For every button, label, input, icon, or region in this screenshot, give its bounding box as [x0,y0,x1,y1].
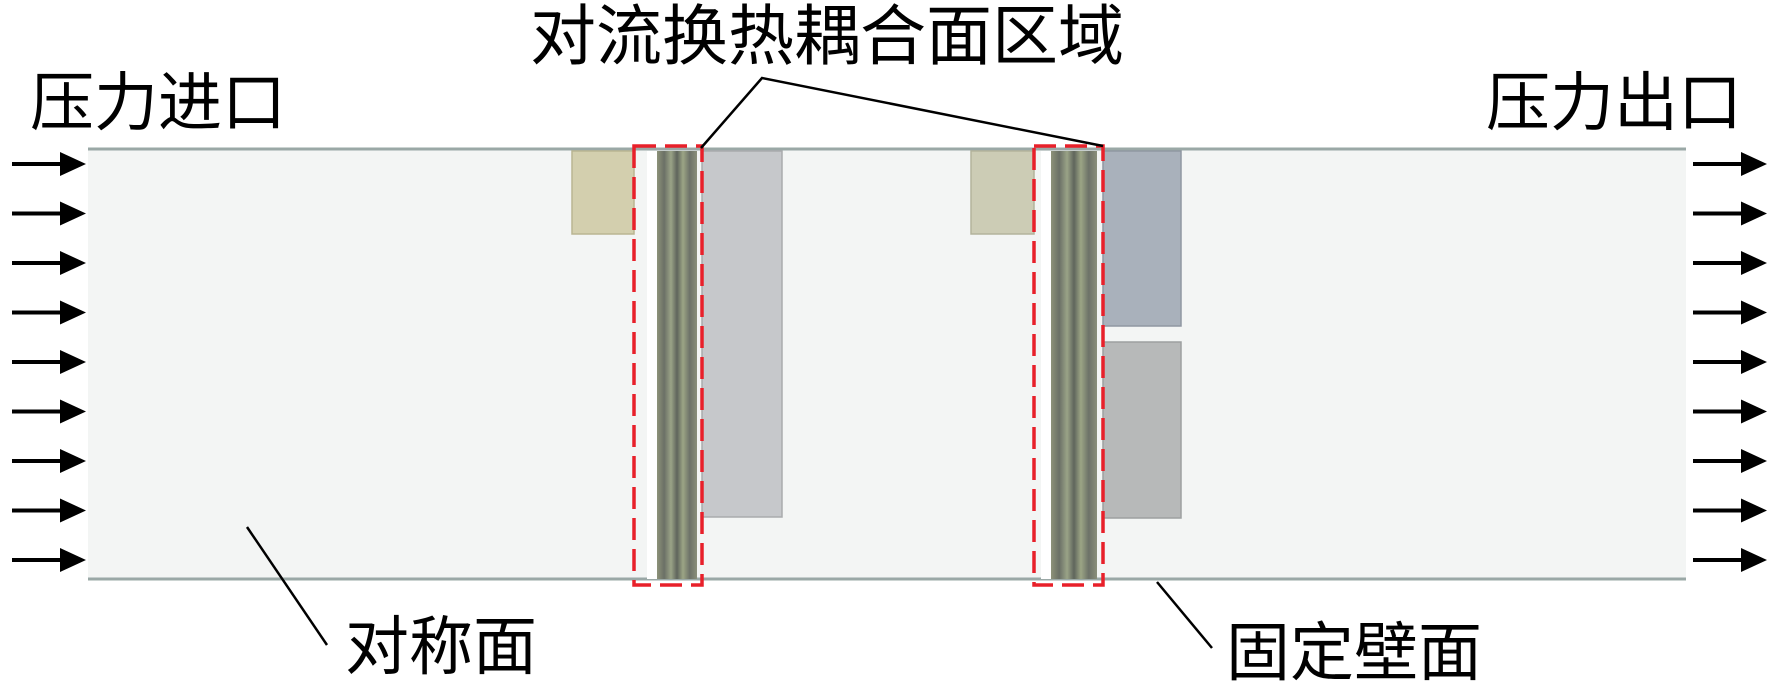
outlet-arrow [1693,449,1767,473]
block-blue-grey [1102,150,1182,327]
block-grey-tall [701,150,783,518]
wall-leader-line [1156,581,1213,649]
outlet-arrow [1693,350,1767,374]
tube-1 [657,151,697,579]
fixed-wall-label: 固定壁面 [1226,617,1482,691]
coupling-leader-line [700,76,1104,149]
pressure-inlet-label: 压力进口 [30,67,286,141]
outlet-arrows [1693,152,1767,572]
tube-2 [1051,151,1097,579]
inlet-arrow [12,548,86,572]
outlet-arrow [1693,152,1767,176]
outlet-arrow [1693,548,1767,572]
symmetry-leader-line [245,526,329,646]
inlet-arrow [12,449,86,473]
inlet-arrow [12,201,86,226]
inlet-arrow [12,498,86,523]
inlet-arrow [12,300,86,325]
block-tan-2 [970,150,1035,235]
outlet-arrow [1693,201,1767,226]
fluid-domain [88,149,1686,579]
block-tan-1 [571,150,635,235]
coupling-highlight-2 [1032,144,1105,587]
coupling-highlight-1 [632,144,704,587]
tube-1-gap [647,151,657,579]
inlet-arrow [12,251,86,275]
inlet-arrows [12,152,86,572]
outlet-arrow [1693,399,1767,424]
block-grey-lower [1102,341,1182,519]
inlet-arrow [12,152,86,176]
inlet-arrow [12,399,86,424]
coupling-region-label: 对流换热耦合面区域 [530,0,1124,75]
symmetry-plane-label: 对称面 [345,611,537,685]
inlet-arrow [12,350,86,374]
tube-2-gap [1041,151,1051,579]
outlet-arrow [1693,300,1767,325]
pressure-outlet-label: 压力出口 [1486,67,1742,141]
outlet-arrow [1693,498,1767,523]
outlet-arrow [1693,251,1767,275]
